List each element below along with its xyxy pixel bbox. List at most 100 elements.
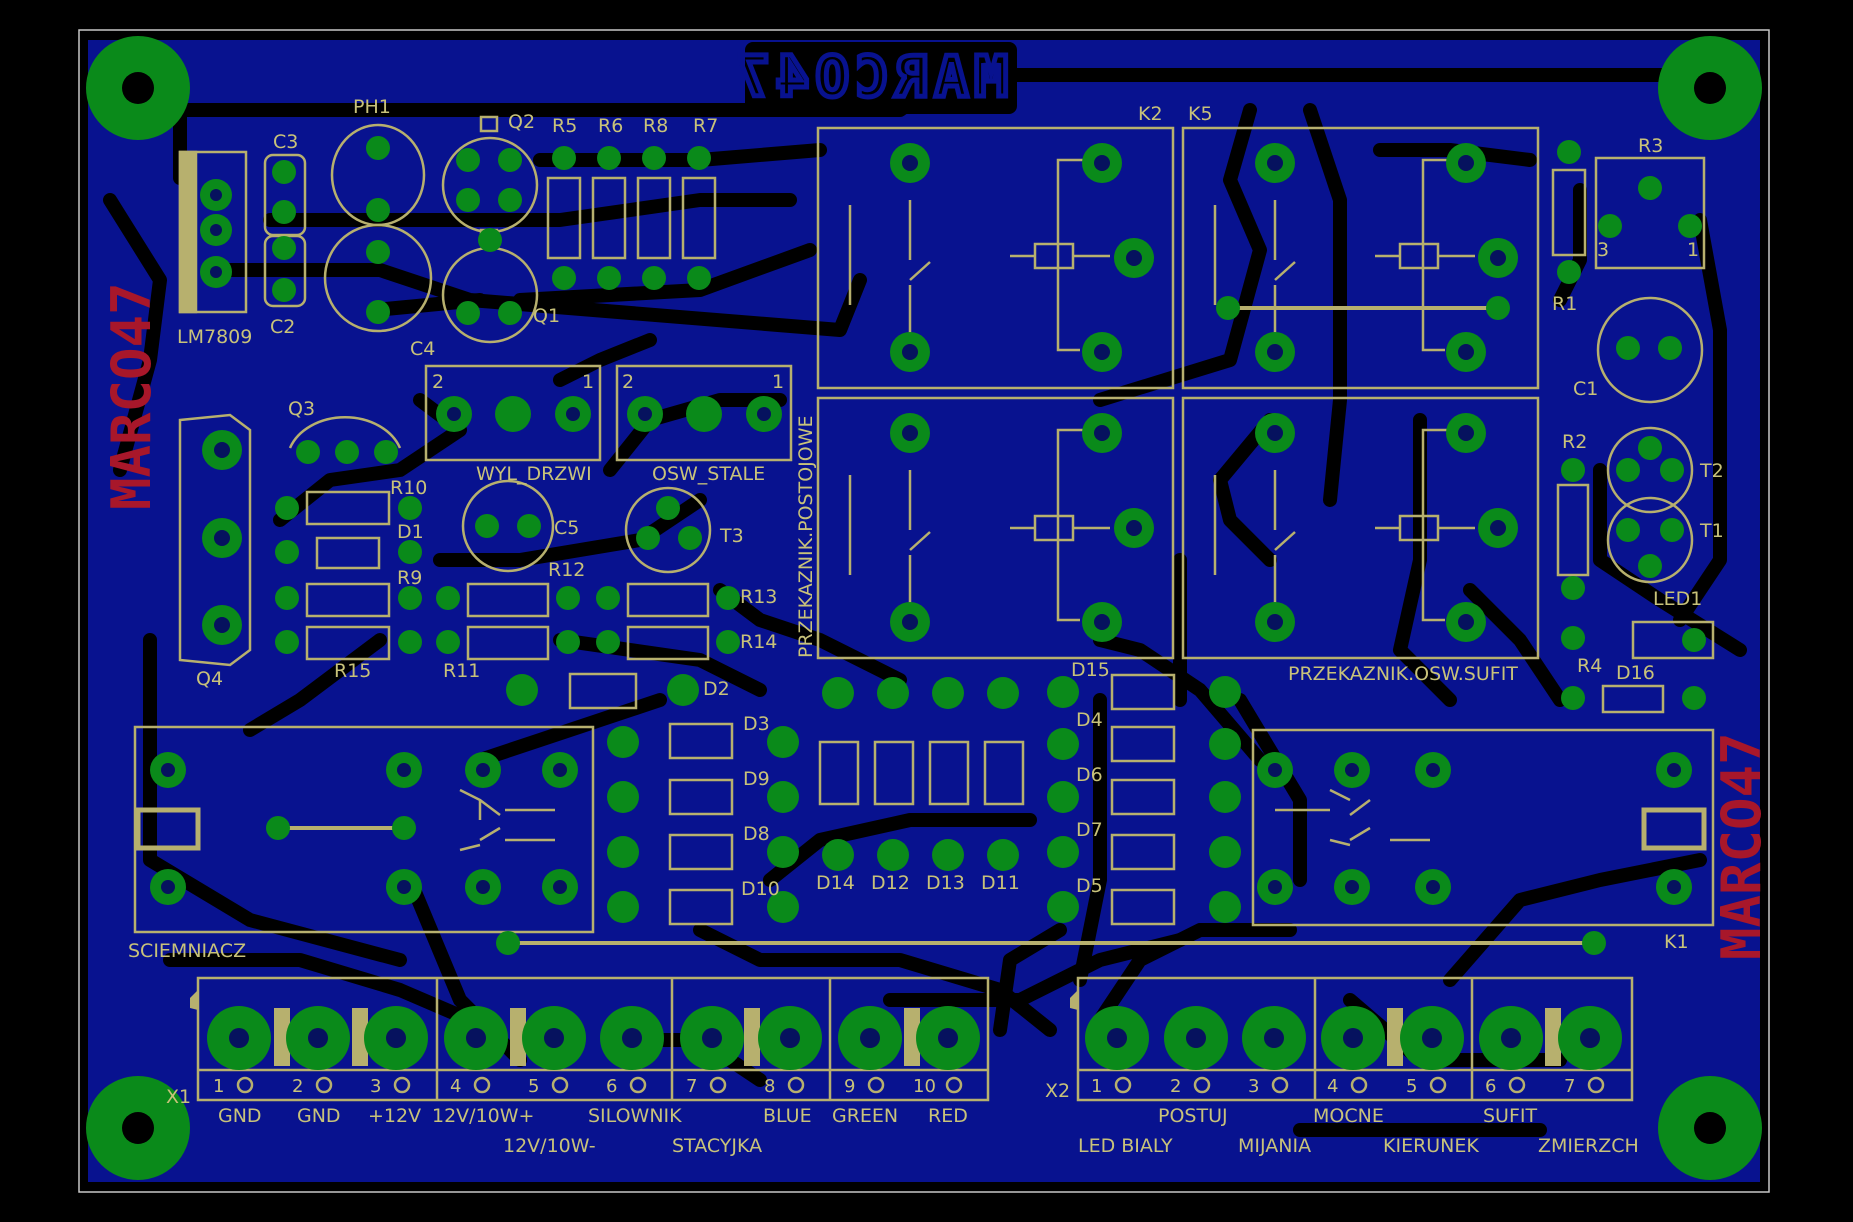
switch1-pin1: 1 — [582, 371, 594, 393]
copper-traces — [103, 68, 1747, 1137]
x1-pin: 7 — [686, 1076, 697, 1097]
x1-pin: 6 — [606, 1076, 617, 1097]
label-d7: D7 — [1076, 819, 1103, 841]
x2-label-kierunek: KIERUNEK — [1383, 1135, 1479, 1157]
connector-x2-pins: 1 2 3 4 5 6 7 — [1091, 1076, 1575, 1097]
label-d3: D3 — [743, 713, 770, 735]
label-r3-pin1: 1 — [1687, 239, 1699, 261]
label-c3: C3 — [273, 131, 298, 153]
label-k1: K1 — [1664, 931, 1689, 953]
label-k2: K2 — [1138, 103, 1163, 125]
label-d13: D13 — [926, 872, 965, 894]
label-d2: D2 — [703, 678, 730, 700]
label-d1: D1 — [397, 521, 424, 543]
silkscreen-outlines — [133, 115, 1715, 1102]
label-q1: Q1 — [533, 305, 560, 327]
x2-pin: 6 — [1485, 1076, 1496, 1097]
label-lm7809: LM7809 — [177, 326, 252, 348]
label-d14: D14 — [816, 872, 855, 894]
label-q4: Q4 — [196, 668, 223, 690]
x2-label-led-bialy: LED BIALY — [1078, 1135, 1173, 1157]
x1-label-stacyjka: STACYJKA — [672, 1135, 762, 1157]
connector-x2-labels: POSTUJ MOCNE SUFIT LED BIALY MIJANIA KIE… — [1078, 1105, 1639, 1157]
x1-label-12v10w-plus: 12V/10W+ — [432, 1105, 534, 1127]
label-r11: R11 — [443, 660, 480, 682]
label-r12: R12 — [548, 559, 585, 581]
label-d11: D11 — [981, 872, 1020, 894]
label-d5: D5 — [1076, 875, 1103, 897]
x1-label-silownik: SILOWNIK — [588, 1105, 682, 1127]
x2-pin: 2 — [1170, 1076, 1181, 1097]
title-text: MARCO47 — [730, 45, 1008, 110]
label-q3: Q3 — [288, 398, 315, 420]
component-labels: PH1 Q2 R5 R6 R8 R7 C3 C2 LM7809 C4 Q1 K2… — [166, 96, 1724, 1108]
label-r6: R6 — [598, 115, 623, 137]
switch-wyl-drzwi-label: WYL_DRZWI — [476, 463, 592, 485]
label-d4: D4 — [1076, 709, 1103, 731]
label-r10: R10 — [390, 477, 427, 499]
label-k5: K5 — [1188, 103, 1213, 125]
x1-pin: 4 — [450, 1076, 461, 1097]
x1-label-12v10w-minus: 12V/10W- — [503, 1135, 596, 1157]
x1-pin: 10 — [913, 1076, 936, 1097]
label-r13: R13 — [740, 586, 777, 608]
label-c4: C4 — [410, 338, 435, 360]
side-mark-left: MARCO47 — [100, 282, 163, 510]
switch2-pin1: 1 — [772, 371, 784, 393]
side-mark-right: MARCO47 — [1710, 732, 1773, 960]
x1-label-12v: +12V — [368, 1105, 421, 1127]
label-x1: X1 — [166, 1086, 191, 1108]
relay-osw-sufit-label: PRZEKAZNIK.OSW.SUFIT — [1288, 663, 1518, 685]
x1-pin: 5 — [528, 1076, 539, 1097]
x1-label-gnd1: GND — [218, 1105, 262, 1127]
label-led1: LED1 — [1653, 588, 1702, 610]
x1-label-green: GREEN — [832, 1105, 898, 1127]
x1-pin: 1 — [213, 1076, 224, 1097]
board-outline — [78, 29, 1770, 1193]
x1-pin: 9 — [844, 1076, 855, 1097]
x2-pin: 4 — [1327, 1076, 1338, 1097]
label-r8: R8 — [643, 115, 668, 137]
label-t2: T2 — [1699, 460, 1724, 482]
label-r2: R2 — [1562, 431, 1587, 453]
x2-label-mocne: MOCNE — [1313, 1105, 1384, 1127]
label-d10: D10 — [741, 878, 780, 900]
label-r1: R1 — [1552, 293, 1577, 315]
x1-label-gnd2: GND — [297, 1105, 341, 1127]
x1-label-red: RED — [928, 1105, 968, 1127]
label-r4: R4 — [1577, 655, 1602, 677]
x2-pin: 7 — [1564, 1076, 1575, 1097]
label-r7: R7 — [693, 115, 718, 137]
x1-pin: 8 — [764, 1076, 775, 1097]
label-d16: D16 — [1616, 662, 1655, 684]
label-x2: X2 — [1045, 1080, 1070, 1102]
title-block: MARCO47 — [727, 42, 1017, 114]
label-r5: R5 — [552, 115, 577, 137]
label-t1: T1 — [1699, 520, 1724, 542]
mounting-holes — [86, 36, 1762, 1180]
x1-pin: 3 — [370, 1076, 381, 1097]
label-ph1: PH1 — [353, 96, 391, 118]
label-d15: D15 — [1071, 659, 1110, 681]
label-r15: R15 — [334, 660, 371, 682]
label-d9: D9 — [743, 768, 770, 790]
label-r9: R9 — [397, 567, 422, 589]
switch2-pin2: 2 — [622, 371, 634, 393]
label-r3-pin3: 3 — [1597, 239, 1609, 261]
label-c1: C1 — [1573, 378, 1598, 400]
x2-label-sufit: SUFIT — [1483, 1105, 1537, 1127]
connector-x1-pins: 1 2 3 4 5 6 7 8 9 10 — [213, 1076, 936, 1097]
label-t3: T3 — [719, 525, 744, 547]
label-r14: R14 — [740, 631, 777, 653]
label-c5: C5 — [554, 517, 579, 539]
x2-pin: 1 — [1091, 1076, 1102, 1097]
label-r3: R3 — [1638, 135, 1663, 157]
label-q2: Q2 — [508, 111, 535, 133]
connector-pads — [190, 990, 1622, 1094]
module-labels: WYL_DRZWI OSW_STALE 2 1 2 1 PRZEKAZNIK.P… — [128, 371, 1518, 962]
relay-symbols — [459, 158, 1475, 852]
x2-pin: 5 — [1406, 1076, 1417, 1097]
label-c2: C2 — [270, 316, 295, 338]
switch-osw-stale-label: OSW_STALE — [652, 463, 765, 485]
